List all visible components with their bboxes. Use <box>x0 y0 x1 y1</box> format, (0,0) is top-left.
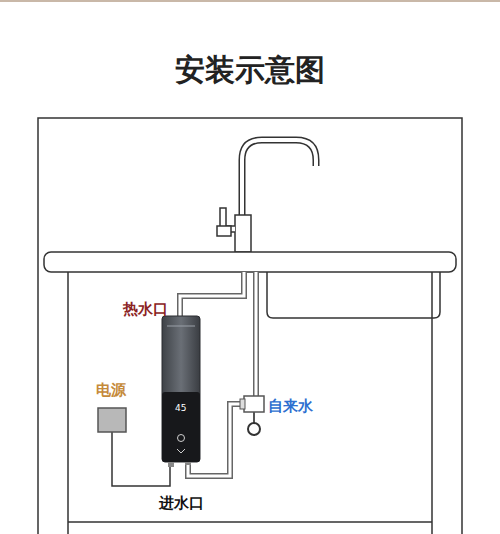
counter <box>44 252 456 272</box>
tap-water-label: 自来水 <box>268 397 313 415</box>
display-reading: 45 <box>175 403 186 414</box>
cabinet-outline <box>38 118 462 534</box>
top-rule <box>0 0 500 2</box>
inlet-label: 进水口 <box>159 494 204 512</box>
power-outlet <box>98 408 126 432</box>
diagram-title: 安装示意图 <box>175 52 325 88</box>
sink-basin <box>267 272 440 318</box>
hot-outlet-label: 热水口 <box>123 300 168 318</box>
power-label: 电源 <box>96 381 126 399</box>
angle-valve <box>240 396 264 435</box>
cabinet-inner <box>68 272 432 534</box>
water-heater <box>162 316 200 467</box>
faucet <box>217 140 316 252</box>
power-cord <box>112 432 170 486</box>
hot-water-pipe <box>180 272 244 318</box>
